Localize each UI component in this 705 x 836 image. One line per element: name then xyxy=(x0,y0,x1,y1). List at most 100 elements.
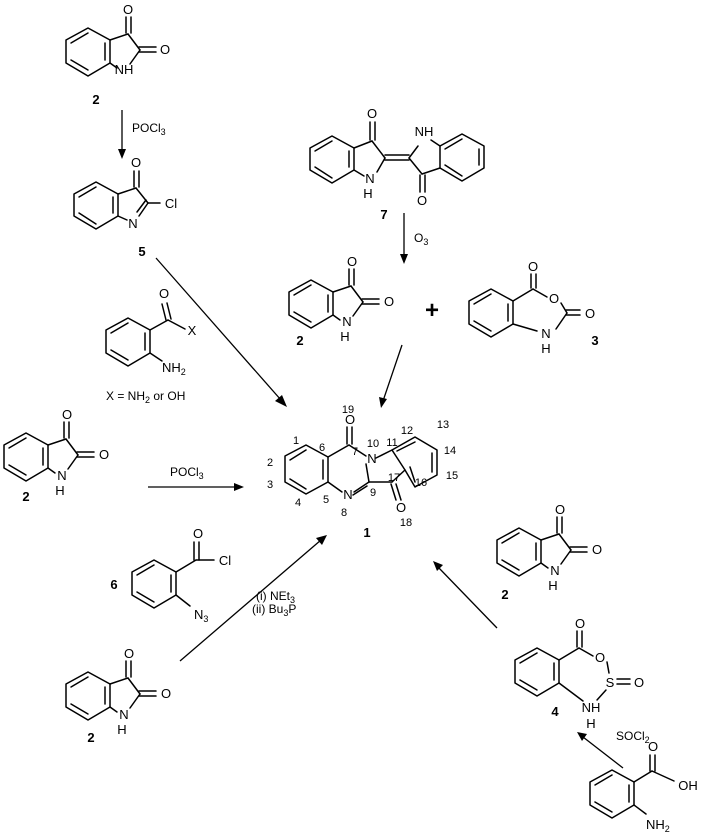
atom-number: 12 xyxy=(401,425,413,437)
atom-s: S xyxy=(606,675,615,690)
atom-h: H xyxy=(363,186,372,201)
reaction-arrow xyxy=(155,257,282,401)
arrowhead xyxy=(316,535,327,545)
compound-label: 1 xyxy=(363,525,370,540)
atom-n: N xyxy=(365,171,374,186)
atom-number: 2 xyxy=(267,457,273,469)
reagent-bu3p: (ii) Bu3P xyxy=(252,602,296,618)
atom-n: N xyxy=(541,326,550,341)
arrowhead xyxy=(433,561,443,571)
plus-sign: + xyxy=(425,297,439,324)
atom-o: O xyxy=(592,542,602,557)
atom-h: H xyxy=(117,722,126,737)
atom-o: O xyxy=(396,500,406,515)
atom-cl: Cl xyxy=(219,553,231,568)
atom-number: 18 xyxy=(400,517,412,529)
arrowhead xyxy=(275,395,287,407)
atom-o: O xyxy=(575,616,585,631)
atom-number: 14 xyxy=(444,445,456,457)
atom-nh: NH xyxy=(415,124,434,139)
compound-label: 5 xyxy=(138,244,145,259)
atom-number: 19 xyxy=(342,404,354,416)
atom-o: O xyxy=(528,259,538,274)
atom-cl: Cl xyxy=(165,196,177,211)
atom-oh: OH xyxy=(678,778,698,793)
anthranilic-acid: O OH NH2 xyxy=(589,739,698,834)
atom-nh2: NH2 xyxy=(162,360,186,377)
atom-number: 13 xyxy=(437,419,449,431)
atom-nh: NH xyxy=(582,700,601,715)
reagent-pocl3: POCl3 xyxy=(170,465,204,481)
atom-h: H xyxy=(548,578,557,593)
reaction-arrow xyxy=(582,736,624,769)
atom-n: N xyxy=(343,487,352,502)
atom-o: O xyxy=(634,675,644,690)
atom-o: O xyxy=(160,42,170,57)
atom-number: 16 xyxy=(415,477,427,489)
compound-label: 3 xyxy=(591,333,598,348)
atom-o: O xyxy=(549,291,559,306)
compound-label: 2 xyxy=(22,489,29,504)
atom-o: O xyxy=(417,193,427,208)
atom-number: 5 xyxy=(323,494,329,506)
atom-h: H xyxy=(586,716,595,731)
atom-nh: NH xyxy=(115,62,134,77)
atom-number: 6 xyxy=(319,442,325,454)
isatin-2-bottom: O O N H 2 xyxy=(65,646,171,745)
atom-o: O xyxy=(648,739,658,754)
reaction-arrow xyxy=(382,344,403,402)
atom-n: N xyxy=(128,216,137,231)
isatoic-anhydride-3: O O O N H 3 xyxy=(468,259,599,356)
azidobenzoyl-chloride-6: O Cl N3 6 xyxy=(110,526,231,624)
reagent-pocl3: POCl3 xyxy=(132,121,166,137)
atom-o: O xyxy=(124,646,134,661)
atom-o: O xyxy=(555,502,565,517)
atom-n: N xyxy=(550,563,559,578)
atom-h: H xyxy=(340,329,349,344)
atom-number: 4 xyxy=(295,497,301,509)
indigo-7: O N H NH O 7 xyxy=(309,106,485,222)
atom-o: O xyxy=(123,2,133,17)
isatin-2-right: O O N H 2 xyxy=(496,502,602,602)
atom-number: 7 xyxy=(352,446,358,458)
atom-o: O xyxy=(193,526,203,541)
reaction-arrow xyxy=(437,566,498,629)
sulfinyl-anhydride-4: O O S O NH H 4 xyxy=(514,616,644,731)
atom-nh2: NH2 xyxy=(646,817,670,834)
atom-o: O xyxy=(62,407,72,422)
atom-h: H xyxy=(55,483,64,498)
atom-n: N xyxy=(57,468,66,483)
reagent-o3: O3 xyxy=(414,231,428,247)
atom-number: 1 xyxy=(293,435,299,447)
chloro-indolone-5: O N Cl 5 xyxy=(73,155,177,259)
atom-o: O xyxy=(161,686,171,701)
tryptanthrin-1: O N N O 1 2 3 4 5 6 7 8 9 10 11 12 13 14… xyxy=(267,404,458,540)
atom-number: 8 xyxy=(341,507,347,519)
arrowhead xyxy=(234,483,244,491)
isatin-2-middle: O O N H 2 xyxy=(288,254,394,348)
atom-n: N xyxy=(119,707,128,722)
compound-label: 2 xyxy=(296,333,303,348)
atom-n: N xyxy=(342,314,351,329)
atom-number: 15 xyxy=(446,470,458,482)
atom-o: O xyxy=(367,106,377,121)
atom-number: 17 xyxy=(388,472,400,484)
compound-label: 7 xyxy=(380,207,387,222)
reaction-arrow xyxy=(179,539,322,662)
isatin-2-top: O O NH 2 xyxy=(65,2,170,107)
atom-o: O xyxy=(384,294,394,309)
isatin-2-left: O O N H 2 xyxy=(3,407,109,504)
reagent-net3: (i) NEt3 xyxy=(256,589,295,605)
compound-label: 6 xyxy=(110,577,117,592)
compound-label: 2 xyxy=(92,92,99,107)
arrowhead xyxy=(118,149,126,159)
atom-number: 9 xyxy=(370,487,376,499)
atom-o: O xyxy=(131,155,141,170)
atom-o: O xyxy=(595,650,605,665)
atom-x: X xyxy=(188,323,197,338)
atom-n: N xyxy=(367,451,376,466)
arrowhead xyxy=(577,732,587,741)
atom-o: O xyxy=(99,447,109,462)
atom-o: O xyxy=(159,286,169,301)
